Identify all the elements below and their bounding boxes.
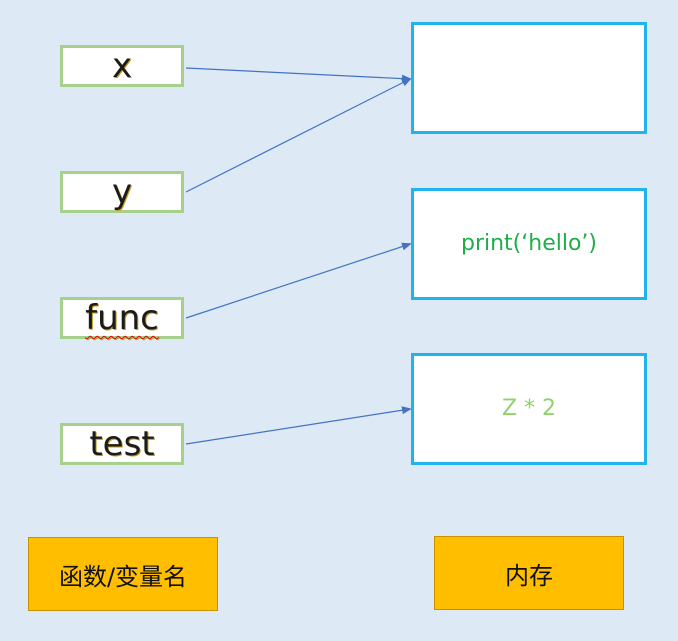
memory-content-2: print(‘hello’) <box>460 231 597 256</box>
variables-label-box: 函数/变量名 <box>28 537 218 611</box>
variable-label-func: func <box>85 298 159 338</box>
variables-label: 函数/变量名 <box>58 562 188 591</box>
variable-box-x: x <box>60 45 184 87</box>
memory-content-3: Z * 2 <box>501 396 557 421</box>
memory-box-2: print(‘hello’) <box>411 188 647 300</box>
arrow-x-to-memory-1 <box>185 67 412 83</box>
variable-label-x: x <box>111 46 133 86</box>
variable-label-test: test <box>89 424 155 464</box>
variable-box-test: test <box>60 423 184 465</box>
memory-box-3: Z * 2 <box>411 353 647 465</box>
variable-box-func: func <box>60 297 184 339</box>
arrow-y-to-memory-1 <box>185 78 412 193</box>
memory-label: 内存 <box>505 561 553 590</box>
arrow-func-to-memory-2 <box>185 242 412 319</box>
variable-box-y: y <box>60 171 184 213</box>
memory-label-box: 内存 <box>434 536 624 610</box>
arrow-test-to-memory-3 <box>185 406 412 445</box>
variable-label-y: y <box>111 172 133 212</box>
memory-box-1 <box>411 22 647 134</box>
